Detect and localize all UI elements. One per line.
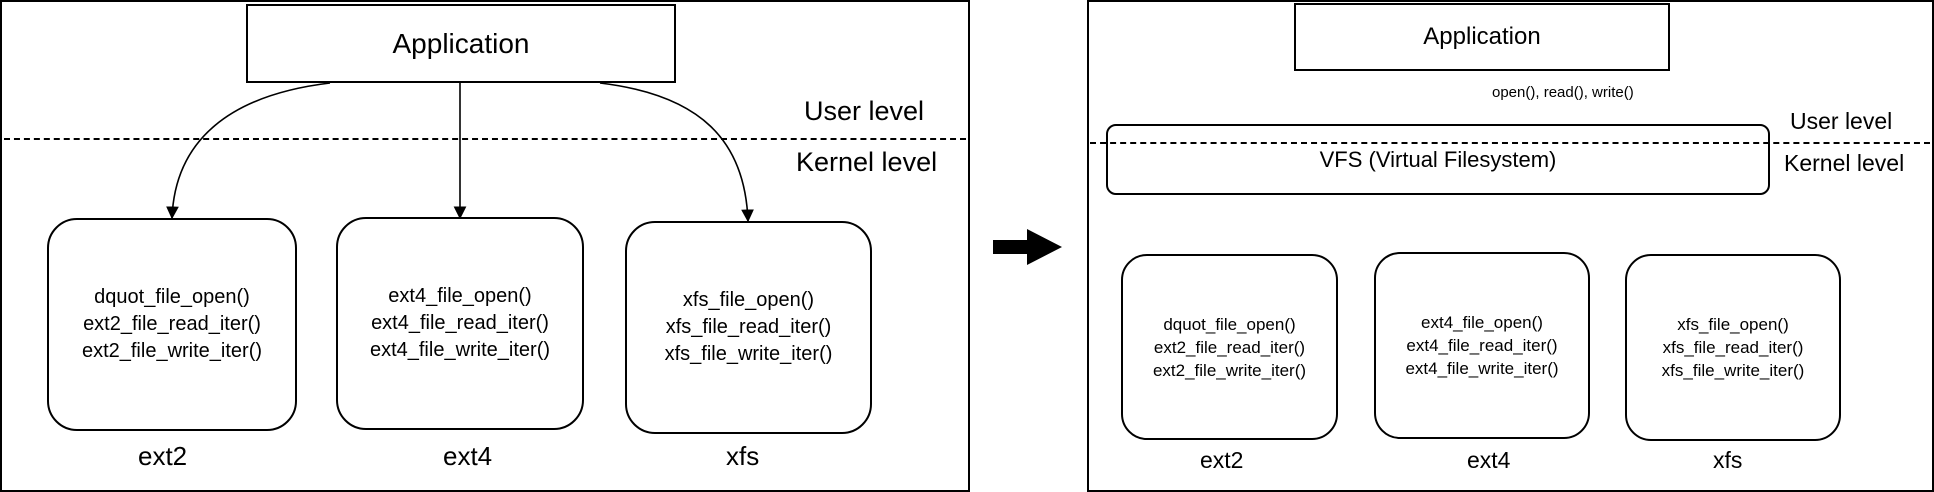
right-ext2-fn-write: ext2_file_write_iter() xyxy=(1152,360,1307,380)
left-kernel-level-label: Kernel level xyxy=(796,147,938,177)
vfs-label: VFS (Virtual Filesystem) xyxy=(1319,146,1557,172)
left-arrow-to-xfs xyxy=(599,82,754,223)
right-kernel-level-label: Kernel level xyxy=(1784,150,1905,176)
left-ext2-fn-read: ext2_file_read_iter() xyxy=(83,313,261,335)
left-xfs-name: xfs xyxy=(726,441,760,471)
left-level-divider xyxy=(4,138,966,140)
left-ext2-box: dquot_file_open() ext2_file_read_iter() … xyxy=(47,218,297,431)
left-xfs-box: xfs_file_open() xfs_file_read_iter() xfs… xyxy=(625,221,872,434)
transition-arrow-icon xyxy=(993,229,1062,265)
left-ext2-fn-open: dquot_file_open() xyxy=(94,286,250,308)
right-xfs-fn-read: xfs_file_read_iter() xyxy=(1662,338,1804,357)
right-ext4-name: ext4 xyxy=(1467,447,1511,473)
left-application-box: Application xyxy=(246,4,676,83)
right-ext4-fn-write: ext4_file_write_iter() xyxy=(1405,359,1559,378)
right-syscalls-label: open(), read(), write() xyxy=(1492,84,1634,101)
right-ext2-name: ext2 xyxy=(1200,447,1244,473)
right-user-level-label: User level xyxy=(1790,108,1893,134)
left-ext4-name: ext4 xyxy=(443,441,493,471)
right-ext2-fn-open: dquot_file_open() xyxy=(1163,314,1296,334)
right-application-box: Application xyxy=(1294,3,1670,71)
left-ext4-fn-open: ext4_file_open() xyxy=(388,285,532,307)
left-ext4-fn-write: ext4_file_write_iter() xyxy=(369,339,551,361)
right-ext4-fn-open: ext4_file_open() xyxy=(1421,313,1543,332)
left-application-label: Application xyxy=(392,27,530,59)
right-application-label: Application xyxy=(1423,23,1541,50)
left-ext4-fn-read: ext4_file_read_iter() xyxy=(371,312,549,334)
left-user-level-label: User level xyxy=(804,96,925,126)
left-xfs-fn-open: xfs_file_open() xyxy=(682,289,815,311)
right-ext2-fn-read: ext2_file_read_iter() xyxy=(1153,337,1306,357)
left-ext4-box: ext4_file_open() ext4_file_read_iter() e… xyxy=(336,217,584,430)
vfs-box: VFS (Virtual Filesystem) xyxy=(1106,124,1770,195)
left-ext2-name: ext2 xyxy=(138,441,188,471)
right-ext2-box: dquot_file_open() ext2_file_read_iter() … xyxy=(1121,254,1338,440)
right-level-divider xyxy=(1090,142,1930,144)
left-xfs-fn-write: xfs_file_write_iter() xyxy=(664,343,833,365)
right-xfs-fn-write: xfs_file_write_iter() xyxy=(1661,361,1805,380)
left-ext2-fn-write: ext2_file_write_iter() xyxy=(81,340,263,362)
right-xfs-name: xfs xyxy=(1713,447,1743,473)
right-ext4-box: ext4_file_open() ext4_file_read_iter() e… xyxy=(1374,252,1590,439)
left-xfs-fn-read: xfs_file_read_iter() xyxy=(665,316,832,338)
left-arrow-to-ext2 xyxy=(166,82,331,220)
right-ext4-fn-read: ext4_file_read_iter() xyxy=(1406,336,1558,355)
right-xfs-box: xfs_file_open() xfs_file_read_iter() xfs… xyxy=(1625,254,1841,441)
right-xfs-fn-open: xfs_file_open() xyxy=(1677,315,1789,334)
